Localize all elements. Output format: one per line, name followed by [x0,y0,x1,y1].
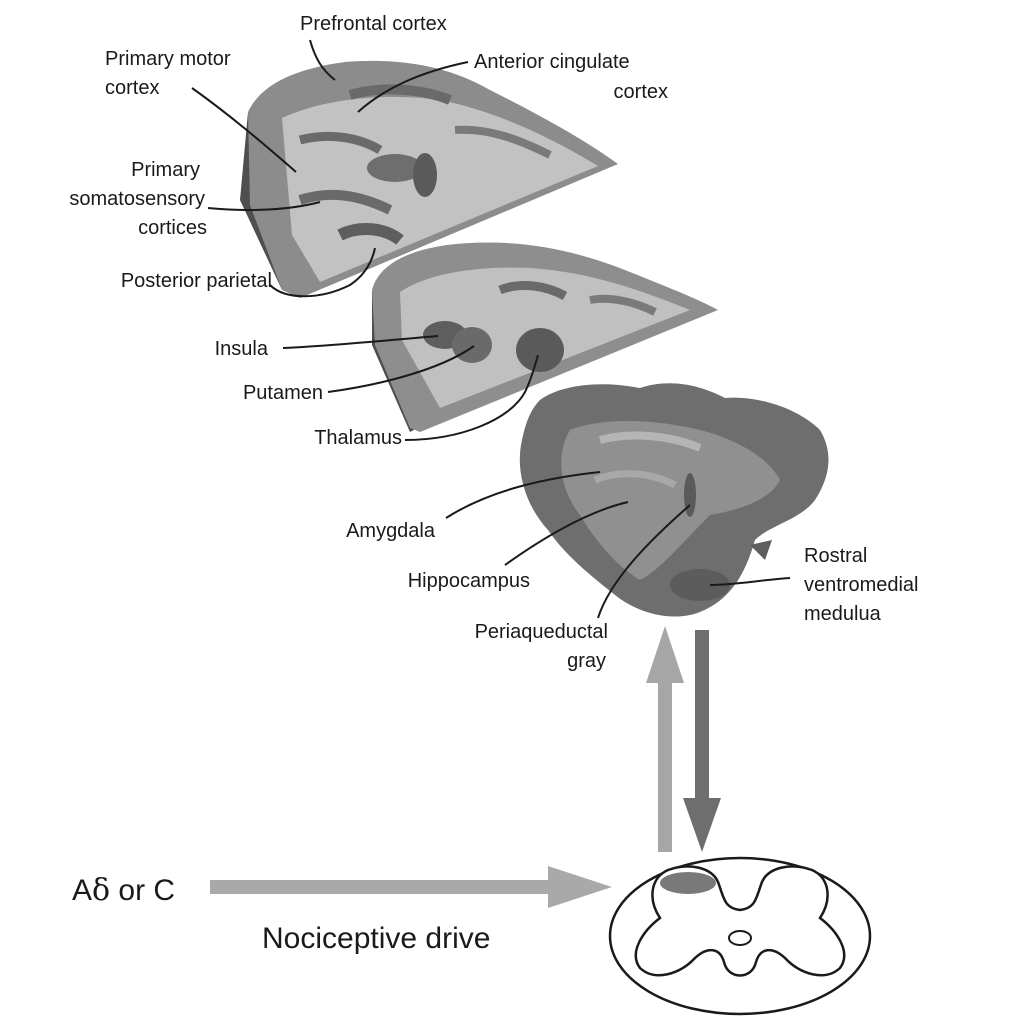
label-rvm-line2: ventromedial [804,574,919,596]
rvm-region [670,569,730,601]
leader-putamen [327,345,475,393]
leader-posterior-parietal [269,247,376,298]
label-rvm-line1: Rostral [804,545,867,567]
brainstem-inner [561,421,780,580]
brainstem-slice [519,383,829,617]
descending-arrow-head [683,798,721,852]
label-primary-motor-line1: Primary motor [105,48,231,70]
descending-arrow-shaft [695,630,709,802]
label-amygdala: Amygdala [346,520,436,542]
putamen-region [452,327,492,363]
leader-hippocampus [504,501,629,566]
ascending-arrow-head [646,626,684,683]
label-anterior-cingulate-line1: Anterior cingulate [474,51,630,73]
label-somatosensory-line2: somatosensory [69,188,205,210]
anatomical-labels: Prefrontal cortex Primary motor cortex A… [69,13,918,672]
leader-periaqueductal [597,504,691,619]
label-anterior-cingulate-line2: cortex [614,81,668,103]
gyrus-fold [454,125,552,159]
dorsal-horn-activation-spot [660,872,716,894]
label-putamen: Putamen [243,382,323,404]
gyrus-fold [498,281,568,301]
cortical-brain-slice [240,60,618,299]
ventricle [413,153,437,197]
delta-glyph: δ [92,873,110,908]
leader-rvm [709,577,791,586]
gyrus-fold [348,84,452,105]
leader-prefrontal [309,39,336,81]
label-rvm-line3: medulua [804,603,882,625]
central-canal [728,930,752,946]
thalamus-region [516,328,564,372]
nociceptive-drive-label: Nociceptive drive [262,922,490,955]
label-periaqueductal-line2: gray [567,650,606,672]
leader-primary-motor [191,87,297,173]
leader-amygdala [445,471,601,519]
label-insula: Insula [215,338,269,360]
tissue-fold [593,470,677,489]
label-leader-lines [191,39,791,619]
label-prefrontal-cortex: Prefrontal cortex [300,13,447,35]
gyrus-fold [298,131,383,154]
ventricle [367,154,423,182]
gyrus-fold [337,223,404,245]
label-periaqueductal-line1: Periaqueductal [475,621,608,643]
leader-insula [282,335,439,349]
spinal-cord-cross-section [608,856,872,1016]
periaqueductal-region [684,473,696,517]
label-thalamus: Thalamus [314,427,402,449]
label-hippocampus: Hippocampus [408,570,530,592]
subcortical-brain-slice [372,242,718,432]
fiber-type-label: Aδ or C [72,873,175,908]
nociceptive-input-arrow-head [548,866,612,908]
tissue-fold [598,431,702,452]
gyrus-fold [298,189,393,215]
leader-anterior-cingulate [357,61,469,113]
label-posterior-parietal: Posterior parietal [121,270,272,292]
label-somatosensory-line1: Primary [131,159,200,181]
leader-somatosensory [207,201,321,211]
pathway-arrows [210,626,721,908]
gyrus-fold [589,294,657,316]
label-primary-motor-line2: cortex [105,77,159,99]
nociceptive-input-arrow-shaft [210,880,550,894]
label-somatosensory-line3: cortices [138,217,207,239]
ascending-arrow-shaft [658,680,672,852]
leader-thalamus [404,354,539,441]
tissue-fragment [750,540,772,560]
